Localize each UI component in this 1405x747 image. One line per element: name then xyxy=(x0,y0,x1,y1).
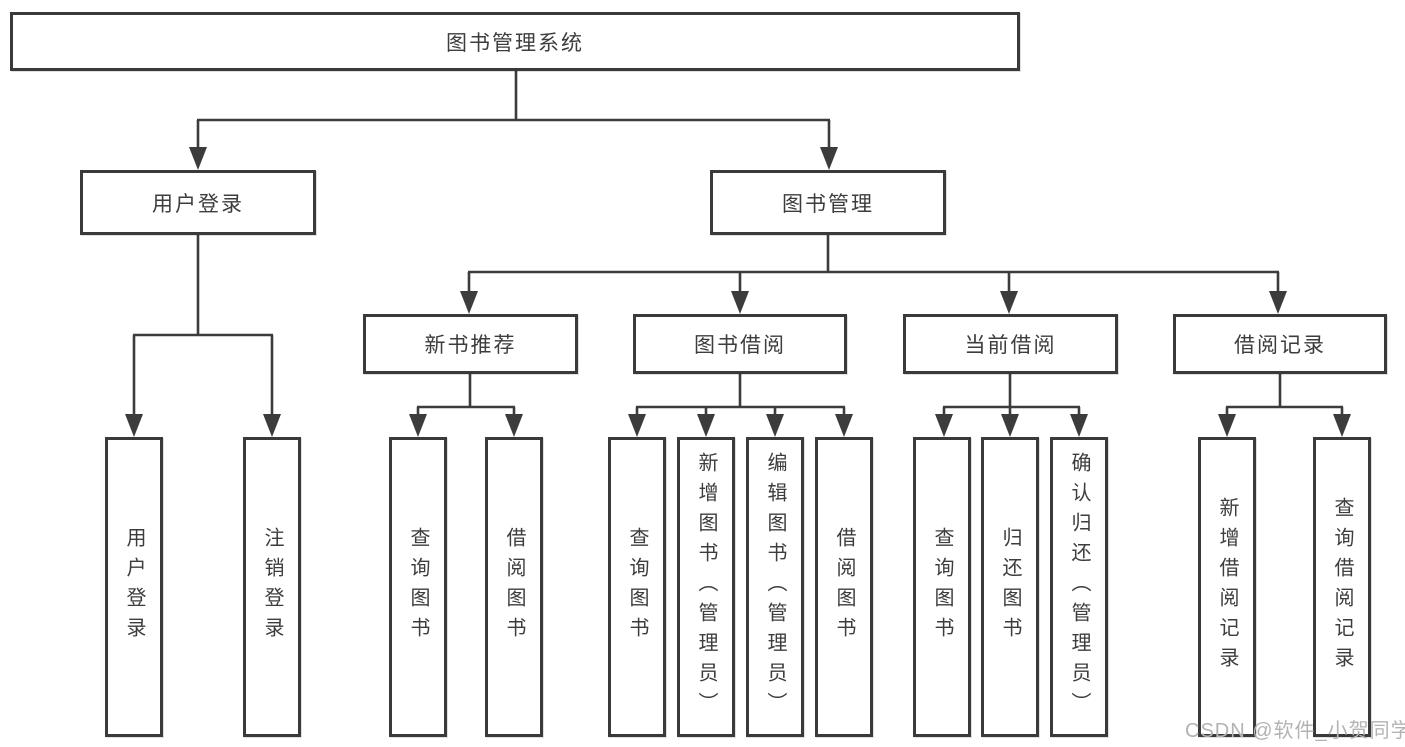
leaf-label: 查询图书 xyxy=(626,527,648,647)
node-book-borrowing: 图书借阅 xyxy=(633,314,847,374)
leaf-label: 借阅图书 xyxy=(503,527,525,647)
leaf-borrow-books: 借阅图书 xyxy=(815,437,873,737)
node-new-book-recommendation: 新书推荐 xyxy=(363,314,578,374)
node-label: 当前借阅 xyxy=(964,334,1057,357)
leaf-query-books: 查询图书 xyxy=(913,437,971,737)
leaf-user-login: 用户登录 xyxy=(105,437,163,737)
leaf-label: 归还图书 xyxy=(999,527,1021,647)
leaf-return-books: 归还图书 xyxy=(981,437,1039,737)
node-label: 新书推荐 xyxy=(424,334,517,357)
node-current-borrowing: 当前借阅 xyxy=(903,314,1118,374)
node-label: 图书管理系统 xyxy=(446,31,584,55)
csdn-watermark: CSDN @软件_小贺同学 xyxy=(1185,720,1405,742)
leaf-query-books: 查询图书 xyxy=(608,437,666,737)
leaf-query-borrow-record: 查询借阅记录 xyxy=(1313,437,1371,737)
node-book-management: 图书管理 xyxy=(710,170,946,235)
leaf-label: 借阅图书 xyxy=(833,527,855,647)
leaf-label: 用户登录 xyxy=(123,527,145,647)
leaf-add-books-admin: 新增图书（管理员） xyxy=(677,437,735,737)
node-label: 图书借阅 xyxy=(694,334,786,357)
node-library-system: 图书管理系统 xyxy=(10,12,1020,71)
node-borrowing-records: 借阅记录 xyxy=(1173,314,1387,374)
leaf-logout: 注销登录 xyxy=(243,437,301,737)
leaf-borrow-books: 借阅图书 xyxy=(485,437,543,737)
node-label: 借阅记录 xyxy=(1234,334,1326,357)
leaf-label: 查询借阅记录 xyxy=(1331,497,1353,677)
leaf-edit-books-admin: 编辑图书（管理员） xyxy=(746,437,804,737)
leaf-label: 确认归还（管理员） xyxy=(1068,452,1090,722)
node-label: 用户登录 xyxy=(152,192,244,216)
leaf-label: 新增图书（管理员） xyxy=(695,452,717,722)
leaf-confirm-return-admin: 确认归还（管理员） xyxy=(1050,437,1108,737)
leaf-label: 注销登录 xyxy=(261,527,283,647)
node-user-login: 用户登录 xyxy=(80,170,316,235)
leaf-label: 查询图书 xyxy=(407,527,429,647)
leaf-label: 新增借阅记录 xyxy=(1216,497,1238,677)
node-label: 图书管理 xyxy=(782,192,874,216)
leaf-add-borrow-record: 新增借阅记录 xyxy=(1198,437,1256,737)
leaf-label: 查询图书 xyxy=(931,527,953,647)
leaf-query-books: 查询图书 xyxy=(389,437,447,737)
leaf-label: 编辑图书（管理员） xyxy=(764,452,786,722)
